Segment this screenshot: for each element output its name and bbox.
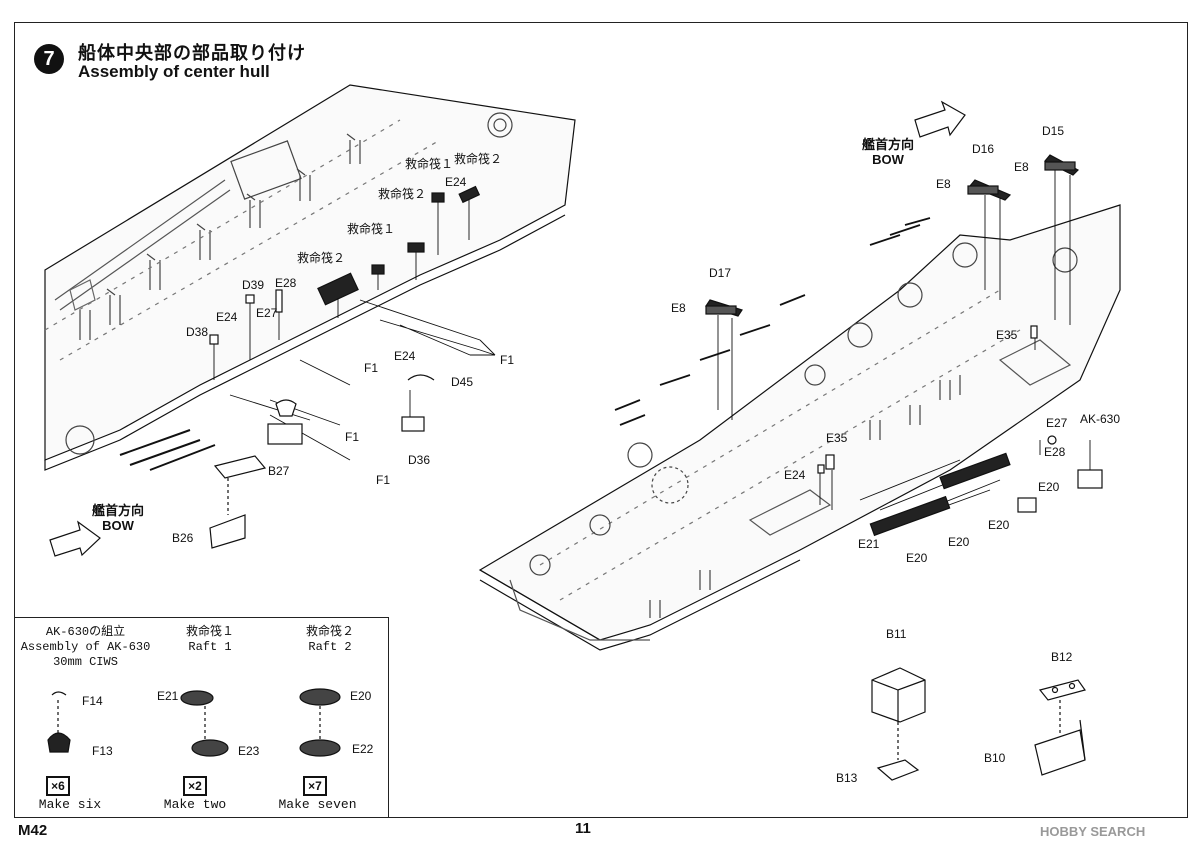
raft2-heading: 救命筏２ Raft 2: [280, 625, 380, 655]
label-b13: B13: [836, 771, 858, 785]
label-b11: B11: [886, 627, 907, 641]
label-b26: B26: [172, 531, 194, 545]
label-d39: D39: [242, 278, 265, 292]
label-e35-b: E35: [826, 431, 848, 445]
label-e24-c: E24: [394, 349, 416, 363]
step-title-jp: 船体中央部の部品取り付け: [78, 43, 306, 63]
raft2-heading-jp: 救命筏２: [305, 625, 354, 639]
raft1-heading: 救命筏１ Raft 1: [160, 625, 260, 655]
label-d17: D17: [709, 266, 732, 280]
bow-right-en: BOW: [872, 152, 904, 167]
label-e8-b: E8: [1014, 160, 1029, 174]
label-ak630: AK-630: [1080, 412, 1121, 426]
bow-left-jp: 艦首方向: [92, 503, 145, 518]
step-title-en: Assembly of center hull: [78, 62, 270, 81]
label-e27: E27: [256, 306, 278, 320]
bow-direction-right: 艦首方向 BOW: [862, 137, 914, 167]
ak630-count: ×6: [46, 776, 70, 796]
label-raft2-c: 救命筏２: [297, 251, 346, 265]
raft2-make: Make seven: [278, 797, 357, 812]
label-raft2-a: 救命筏２: [454, 152, 503, 166]
label-b12: B12: [1051, 650, 1073, 664]
label-e20-c: E20: [948, 535, 970, 549]
label-d15: D15: [1042, 124, 1065, 138]
label-f1-d: F1: [376, 473, 391, 487]
manual-code: M42: [18, 822, 48, 839]
step-number-badge: 7: [34, 44, 64, 74]
label-f14: F14: [82, 694, 103, 708]
sub-assembly-drawings: [47, 688, 341, 757]
label-e23: E23: [238, 744, 260, 758]
watermark: HOBBY SEARCH: [1040, 824, 1146, 839]
label-e21: E21: [157, 689, 179, 703]
label-e22: E22: [352, 742, 374, 756]
raft1-heading-jp: 救命筏１: [185, 625, 234, 639]
label-e35-a: E35: [996, 328, 1018, 342]
label-e24-b: E24: [216, 310, 238, 324]
bow-left-en: BOW: [102, 518, 134, 533]
raft2-count: ×7: [303, 776, 327, 796]
label-f1-c: F1: [345, 430, 360, 444]
label-e27-r: E27: [1046, 416, 1068, 430]
ak630-heading-en2: 30mm CIWS: [53, 655, 118, 669]
raft1-count: ×2: [183, 776, 207, 796]
sub-assembly-box: [14, 617, 389, 818]
label-e24-a: E24: [445, 175, 467, 189]
raft2-heading-en: Raft 2: [308, 640, 352, 654]
label-d38: D38: [186, 325, 209, 339]
label-raft1-b: 救命筏１: [347, 222, 396, 236]
label-e8-c: E8: [671, 301, 686, 315]
label-raft2-b: 救命筏２: [378, 187, 427, 201]
ak630-heading-en1: Assembly of AK-630: [20, 640, 151, 654]
ak630-make: Make six: [38, 797, 102, 812]
label-f1-a: F1: [500, 353, 515, 367]
label-b10: B10: [984, 751, 1006, 765]
raft1-make: Make two: [163, 797, 227, 812]
label-f13: F13: [92, 744, 113, 758]
page-frame: [14, 22, 1188, 818]
right-hull-section: [478, 100, 1121, 781]
ak630-heading-jp: AK-630の組立: [45, 625, 126, 639]
label-e24-r: E24: [784, 468, 806, 482]
bow-right-jp: 艦首方向: [862, 137, 915, 152]
label-e28: E28: [275, 276, 297, 290]
label-f1-b: F1: [364, 361, 379, 375]
label-e20-b: E20: [988, 518, 1010, 532]
label-raft1-a: 救命筏１: [405, 157, 454, 171]
label-e20-a: E20: [1038, 480, 1060, 494]
left-hull-section: [44, 84, 576, 557]
page-number: 11: [575, 820, 591, 837]
label-e20-d: E20: [906, 551, 928, 565]
bow-direction-left: 艦首方向 BOW: [92, 503, 144, 533]
label-e28-r: E28: [1044, 445, 1066, 459]
label-d45: D45: [451, 375, 474, 389]
label-d16: D16: [972, 142, 995, 156]
label-e8-a: E8: [936, 177, 951, 191]
raft1-heading-en: Raft 1: [188, 640, 232, 654]
label-e20: E20: [350, 689, 372, 703]
label-b27: B27: [268, 464, 290, 478]
label-e21-r: E21: [858, 537, 880, 551]
label-d36: D36: [408, 453, 431, 467]
ak630-heading: AK-630の組立 Assembly of AK-630 30mm CIWS: [18, 625, 153, 670]
